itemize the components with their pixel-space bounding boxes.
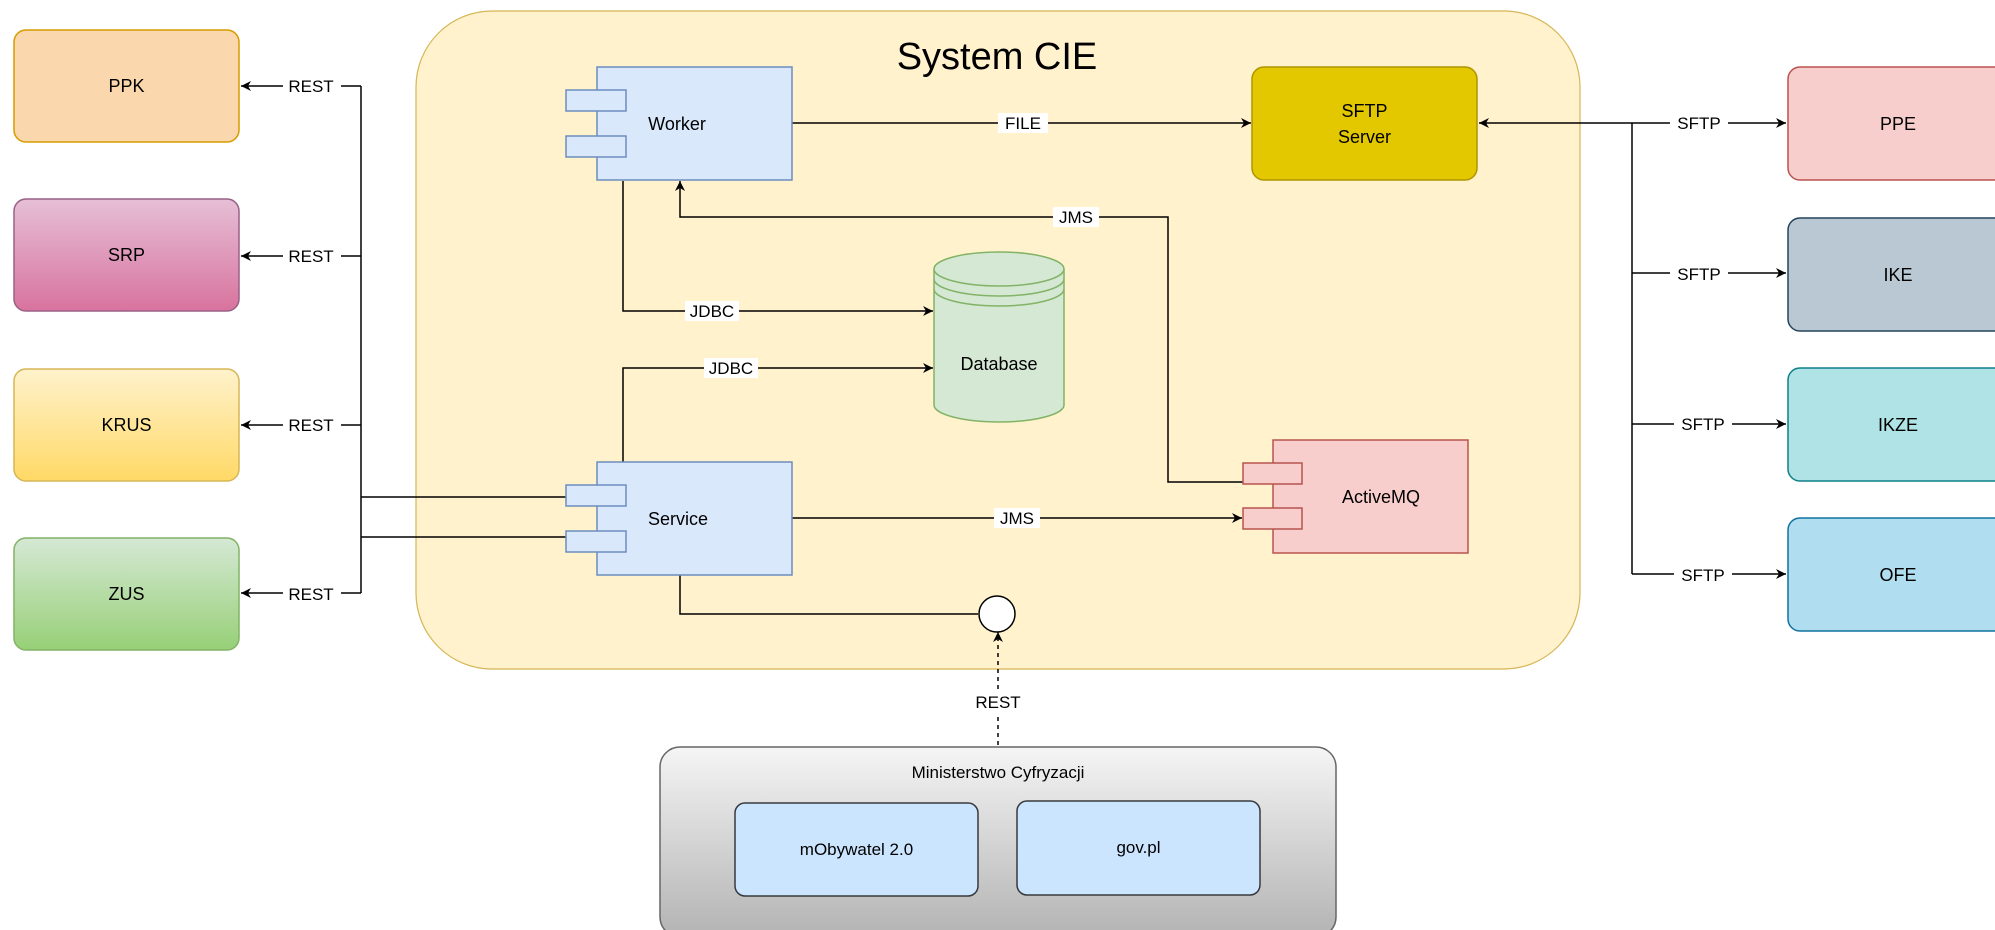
edge-label-jdbc-worker: JDBC [690, 302, 734, 321]
right-system-ike[interactable]: IKE [1787, 217, 1995, 332]
edge-service-activemq: JMS [792, 508, 1242, 528]
edge-service-interface [679, 574, 978, 615]
edge-label-sftp-ikze: SFTP [1681, 415, 1724, 434]
edge-label-rest-ppk: REST [288, 77, 333, 96]
service-label: Service [648, 509, 708, 529]
database-cylinder[interactable]: Database [933, 251, 1065, 423]
app-label: mObywatel 2.0 [800, 840, 913, 859]
edge-ministry-interface: REST [965, 632, 1031, 745]
edge-worker-database: JDBC [622, 181, 933, 321]
edge-label-jdbc-service: JDBC [709, 359, 753, 378]
left-system-label: ZUS [109, 584, 145, 604]
edge-label-rest-ministry: REST [975, 693, 1020, 712]
edge-label-rest-srp: REST [288, 247, 333, 266]
edge-label-rest-zus: REST [288, 585, 333, 604]
edge-service-database: JDBC [622, 358, 933, 462]
right-system-label: IKZE [1878, 415, 1918, 435]
right-system-label: OFE [1879, 565, 1916, 585]
system-title: System CIE [897, 36, 1098, 78]
edge-label-jms-worker: JMS [1059, 208, 1093, 227]
edge-label-sftp-ppe: SFTP [1677, 114, 1720, 133]
right-system-ikze[interactable]: IKZE [1787, 367, 1995, 482]
worker-component[interactable]: Worker [565, 66, 793, 181]
app-govpl[interactable]: gov.pl [1016, 800, 1261, 896]
app-label: gov.pl [1116, 838, 1160, 857]
service-component[interactable]: Service [565, 461, 793, 576]
app-mobywatel[interactable]: mObywatel 2.0 [734, 802, 979, 897]
right-system-ofe[interactable]: OFE [1787, 517, 1995, 632]
edge-sftp-right-systems: SFTP SFTP SFTP SFTP [1479, 113, 1786, 585]
edge-label-rest-krus: REST [288, 416, 333, 435]
sftp-server-label-line2: Server [1338, 127, 1391, 147]
edge-worker-sftp: FILE [792, 113, 1251, 133]
edge-label-jms-service: JMS [1000, 509, 1034, 528]
rest-interface-circle[interactable] [978, 595, 1016, 633]
activemq-component[interactable]: ActiveMQ [1242, 439, 1469, 554]
edge-label-sftp-ike: SFTP [1677, 265, 1720, 284]
left-system-label: PPK [108, 76, 144, 96]
left-system-ppk[interactable]: PPK [13, 29, 240, 143]
edge-label-file: FILE [1005, 114, 1041, 133]
left-system-zus[interactable]: ZUS [13, 537, 240, 651]
left-system-label: KRUS [101, 415, 151, 435]
right-system-ppe[interactable]: PPE [1787, 66, 1995, 181]
left-system-label: SRP [108, 245, 145, 265]
right-system-label: PPE [1880, 114, 1916, 134]
worker-label: Worker [648, 114, 706, 134]
left-system-krus[interactable]: KRUS [13, 368, 240, 482]
activemq-label: ActiveMQ [1342, 487, 1420, 507]
database-label: Database [960, 354, 1037, 374]
left-system-srp[interactable]: SRP [13, 198, 240, 312]
ministry-title: Ministerstwo Cyfryzacji [912, 763, 1085, 782]
right-system-label: IKE [1883, 265, 1912, 285]
edge-activemq-worker: JMS [675, 181, 1245, 483]
edge-service-left-systems: REST REST REST REST [241, 76, 566, 604]
edge-label-sftp-ofe: SFTP [1681, 566, 1724, 585]
sftp-server[interactable]: SFTP Server [1251, 66, 1478, 181]
sftp-server-label-line1: SFTP [1341, 101, 1387, 121]
